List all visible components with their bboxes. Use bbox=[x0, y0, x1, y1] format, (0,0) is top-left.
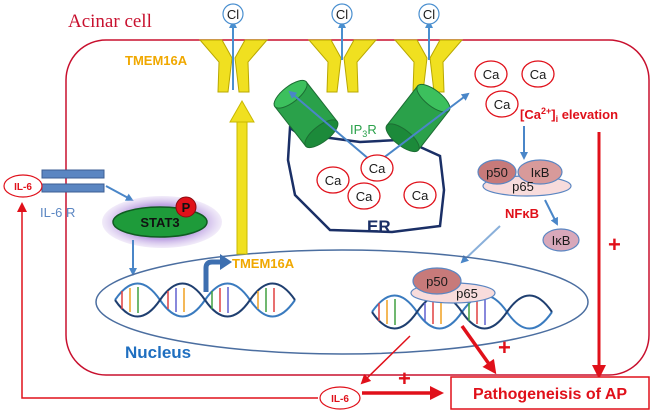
ca-ion-er-3: Ca bbox=[347, 182, 381, 210]
plus-sign-center: + bbox=[498, 335, 511, 360]
ca-ion-er-2: Ca bbox=[316, 166, 350, 194]
svg-text:Ca: Ca bbox=[412, 188, 429, 203]
nfkb-translocation-arrow bbox=[460, 225, 501, 264]
svg-text:STAT3: STAT3 bbox=[140, 215, 179, 230]
chloride-ion-middle bbox=[331, 3, 353, 25]
nfkb-label: NFκB bbox=[505, 206, 539, 221]
tmem16a-gene-label: TMEM16A bbox=[232, 256, 295, 271]
svg-text:p65: p65 bbox=[512, 179, 534, 194]
tmem16a-channel-label: TMEM16A bbox=[125, 53, 188, 68]
svg-text:IL-6: IL-6 bbox=[331, 394, 349, 405]
chloride-ion-left bbox=[222, 3, 244, 25]
svg-text:P: P bbox=[182, 200, 191, 215]
dna-helix-left bbox=[114, 282, 296, 318]
tmem16a-channel-left: Cl bbox=[198, 3, 269, 93]
svg-text:Ca: Ca bbox=[369, 161, 386, 176]
dna-to-pathogenesis-arrow bbox=[460, 324, 497, 375]
nucleus-label: Nucleus bbox=[125, 343, 191, 362]
nucleus-envelope bbox=[95, 249, 589, 355]
ca-release-arrow-left bbox=[288, 90, 371, 161]
er-label: ER bbox=[367, 217, 391, 236]
svg-text:Ca: Ca bbox=[325, 173, 342, 188]
receptor-to-stat3-arrow bbox=[105, 185, 134, 201]
svg-text:Ca: Ca bbox=[530, 67, 547, 82]
dna-helix-right bbox=[371, 294, 553, 330]
ca-release-arrow-right bbox=[377, 92, 470, 163]
er-outline bbox=[286, 125, 446, 234]
stat3-protein: STAT3 bbox=[102, 196, 222, 248]
ip3r-right bbox=[385, 83, 451, 153]
tmem16a-channel-middle: Cl bbox=[307, 3, 378, 93]
ca-ion-cyto-3: Ca bbox=[485, 90, 519, 118]
chloride-ion-right bbox=[418, 3, 440, 25]
il6-secreted: IL-6 bbox=[319, 386, 361, 410]
nfkb-complex-nucleus: p50 p65 bbox=[410, 267, 496, 304]
chloride-label-middle: Cl bbox=[336, 7, 348, 22]
phosphate-group: P bbox=[175, 196, 197, 218]
il6-autocrine-loop bbox=[17, 202, 318, 399]
svg-text:p50: p50 bbox=[426, 274, 448, 289]
chloride-label-right: Cl bbox=[423, 7, 435, 22]
ip3r-label: IP3R bbox=[350, 122, 377, 139]
plus-sign-right: + bbox=[608, 232, 621, 257]
transcription-arrow bbox=[203, 259, 222, 292]
svg-text:IκB: IκB bbox=[531, 165, 550, 180]
ikb-released: IκB bbox=[542, 228, 580, 252]
dna-to-il6-arrow bbox=[360, 335, 411, 385]
cell-label: Acinar cell bbox=[68, 11, 152, 32]
ca-ion-cyto-1: Ca bbox=[474, 60, 508, 88]
chloride-label-left: Cl bbox=[227, 7, 239, 22]
svg-text:p65: p65 bbox=[456, 286, 478, 301]
ikb-release-arrow bbox=[544, 199, 558, 226]
ca-ion-er-1: Ca bbox=[360, 154, 394, 182]
nfkb-complex-cytosol: p50 IκB p65 bbox=[477, 159, 572, 197]
svg-text:Ca: Ca bbox=[494, 97, 511, 112]
svg-text:IκB: IκB bbox=[552, 233, 571, 248]
upregulation-arrowhead bbox=[229, 99, 255, 123]
pathogenesis-box bbox=[450, 376, 650, 410]
transcription-arrowhead bbox=[220, 254, 232, 270]
pathogenesis-label: Pathogeneisis of AP bbox=[473, 386, 627, 403]
ca-ion-er-4: Ca bbox=[403, 181, 437, 209]
tmem16a-channel-right: Cl bbox=[393, 3, 464, 93]
svg-text:Ca: Ca bbox=[483, 67, 500, 82]
svg-text:Ca: Ca bbox=[356, 189, 373, 204]
upregulation-arrow-shaft bbox=[236, 119, 248, 255]
il6-extracellular: IL-6 bbox=[3, 174, 43, 198]
plus-sign-bottom: + bbox=[398, 366, 411, 391]
ca-ion-cyto-2: Ca bbox=[521, 60, 555, 88]
il6r-label: IL-6 R bbox=[40, 205, 75, 220]
ca-elevation-label: [Ca2+]i elevation bbox=[520, 106, 618, 124]
svg-text:IL-6: IL-6 bbox=[14, 182, 32, 193]
il6-receptor bbox=[41, 169, 105, 193]
svg-text:p50: p50 bbox=[486, 165, 508, 180]
